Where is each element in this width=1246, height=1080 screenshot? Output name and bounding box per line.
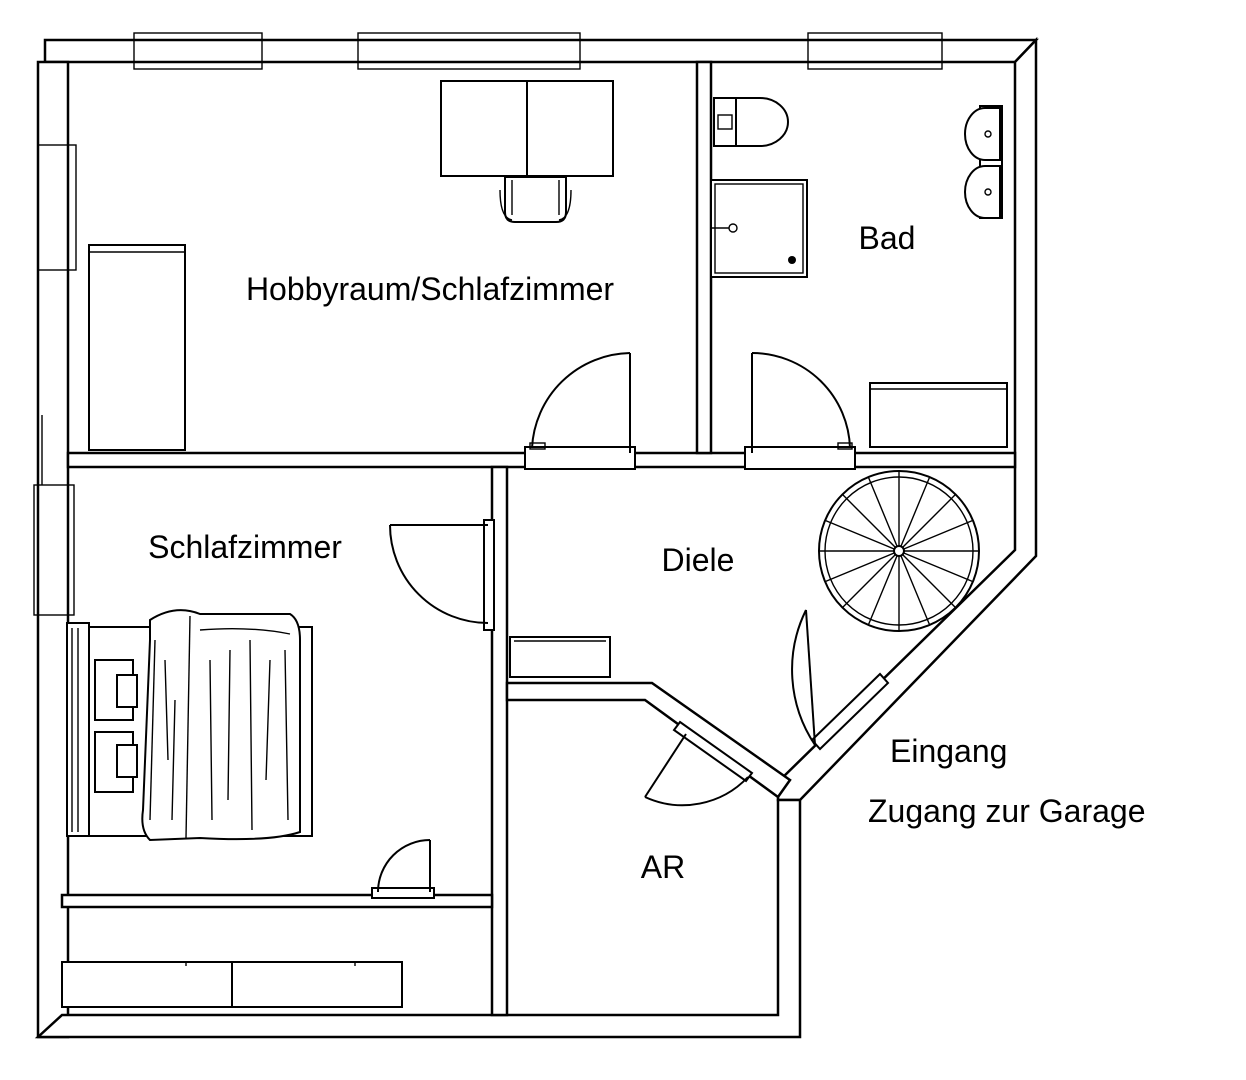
stair-step [898, 550, 931, 626]
bad-door [744, 352, 856, 470]
ar-door [644, 720, 754, 807]
stair-center-post [893, 545, 905, 557]
hobbyraum-furniture [88, 80, 614, 451]
top-windows [133, 32, 943, 70]
shower [710, 179, 808, 278]
stair-step [841, 550, 900, 609]
label-hobbyraum: Hobbyraum/Schlafzimmer [246, 271, 614, 307]
label-ar: AR [641, 849, 685, 885]
double-sink [964, 105, 1003, 219]
double-bed [66, 609, 313, 842]
stair-step [898, 550, 974, 583]
stair-step [898, 550, 957, 609]
desk-chair [499, 176, 572, 223]
wardrobe [61, 961, 403, 1008]
label-bad: Bad [859, 220, 916, 256]
hobbyraum-door [524, 352, 636, 470]
schlafzimmer-door [389, 519, 495, 631]
room-labels: Hobbyraum/Schlafzimmer Bad Schlafzimmer … [148, 220, 1145, 885]
stair-step [841, 493, 900, 552]
label-garage: Zugang zur Garage [868, 793, 1146, 829]
stair-step [867, 550, 900, 626]
toilet [713, 97, 789, 147]
couch [88, 244, 186, 451]
stair-step [898, 476, 931, 552]
schlafzimmer-furniture [61, 609, 403, 1008]
label-eingang: Eingang [890, 733, 1007, 769]
bad-fixtures [710, 97, 1008, 448]
spiral-staircase [818, 470, 980, 632]
bathtub [869, 382, 1008, 448]
stair-step [898, 519, 974, 552]
stair-step [867, 476, 900, 552]
left-windows [33, 144, 77, 616]
stair-step [824, 519, 900, 552]
label-schlafzimmer: Schlafzimmer [148, 529, 342, 565]
label-diele: Diele [662, 542, 735, 578]
outer-walls [34, 36, 1039, 1039]
closet-door [371, 839, 435, 899]
sideboard [509, 636, 611, 678]
stair-step [898, 493, 957, 552]
stair-step [824, 550, 900, 583]
diele-furniture [509, 470, 980, 678]
entrance-door [791, 609, 890, 751]
doors [371, 352, 890, 899]
